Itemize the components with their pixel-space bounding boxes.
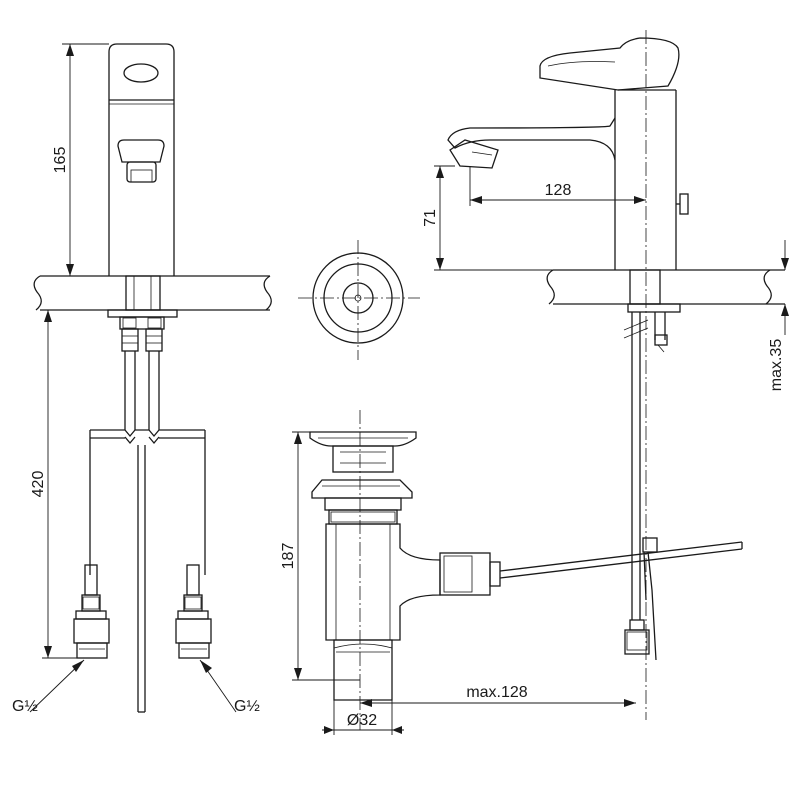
connection-label-right: G½ xyxy=(234,698,260,715)
front-view xyxy=(29,43,272,713)
countertop-front xyxy=(33,275,272,311)
shank-front xyxy=(89,275,206,713)
connection-label-left: G½ xyxy=(12,698,38,715)
dim-128 xyxy=(469,166,646,206)
dim-label-max128: max.128 xyxy=(466,684,527,701)
dim-71 xyxy=(434,165,553,271)
faucet-body-front xyxy=(108,43,175,276)
connector-left xyxy=(73,564,110,659)
dim-label-dia32: Ø32 xyxy=(347,712,377,729)
connector-right xyxy=(175,564,212,659)
dim-165 xyxy=(62,43,109,276)
dim-max128 xyxy=(360,699,636,707)
dim-label-165: 165 xyxy=(52,147,69,174)
dim-label-max35: max.35 xyxy=(768,339,785,392)
dim-dia32 xyxy=(322,700,404,735)
plan-view-drain xyxy=(298,240,420,360)
side-view xyxy=(434,30,789,720)
pop-up-waste xyxy=(292,410,743,735)
dim-label-128: 128 xyxy=(545,182,572,199)
dim-label-187: 187 xyxy=(280,543,297,570)
dim-max35 xyxy=(781,240,789,335)
dim-187 xyxy=(292,431,360,681)
dim-label-71: 71 xyxy=(422,209,439,227)
dim-label-420: 420 xyxy=(30,471,47,498)
dim-420 xyxy=(42,310,77,659)
